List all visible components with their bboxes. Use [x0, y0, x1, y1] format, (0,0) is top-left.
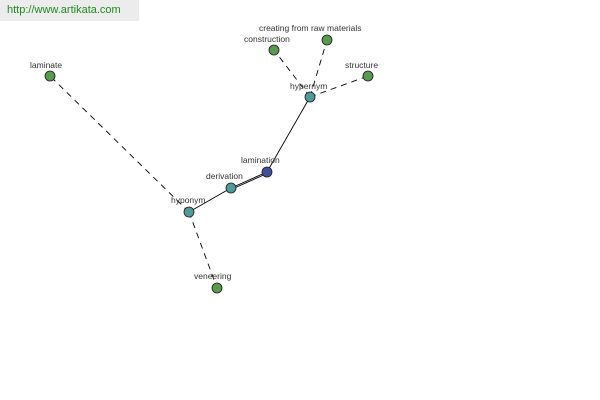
node-construction[interactable] — [268, 44, 280, 56]
edge-derivation-hyponym — [188, 187, 232, 213]
site-url-link[interactable]: http://www.artikata.com — [7, 4, 121, 16]
node-label-veneering[interactable]: veneering — [194, 271, 232, 281]
node-label-construction[interactable]: construction — [244, 34, 290, 44]
node-veneering[interactable] — [211, 282, 223, 294]
node-lamination[interactable] — [261, 166, 273, 178]
edge-hyponym-laminate — [49, 75, 190, 213]
edge-hypernym-creating — [309, 39, 328, 98]
edge-hypernym-construction — [273, 49, 311, 98]
node-label-hyponym[interactable]: hyponym — [171, 195, 206, 205]
node-hypernym[interactable] — [304, 91, 316, 103]
edge-hyponym-veneering — [188, 211, 218, 289]
graph-nodes — [44, 34, 374, 294]
node-derivation[interactable] — [225, 182, 237, 194]
edge-lamination-derivation — [230, 171, 268, 189]
node-label-lamination[interactable]: lamination — [241, 155, 280, 165]
graph-labels: lamination derivation hyponym hypernym lamin… — [30, 23, 378, 281]
node-creating[interactable] — [321, 34, 333, 46]
node-label-structure[interactable]: structure — [345, 60, 378, 70]
node-structure[interactable] — [362, 70, 374, 82]
node-label-derivation[interactable]: derivation — [206, 171, 243, 181]
edge-lamination-derivation-double — [230, 173, 268, 190]
node-label-laminate[interactable]: laminate — [30, 60, 62, 70]
node-label-creating[interactable]: creating from raw materials — [259, 23, 362, 33]
graph-edges — [49, 39, 369, 289]
node-laminate[interactable] — [44, 70, 56, 82]
url-banner: http://www.artikata.com — [0, 0, 139, 21]
edge-lamination-hypernym — [266, 96, 311, 173]
node-hyponym[interactable] — [183, 206, 195, 218]
node-label-hypernym[interactable]: hypernym — [290, 81, 327, 91]
